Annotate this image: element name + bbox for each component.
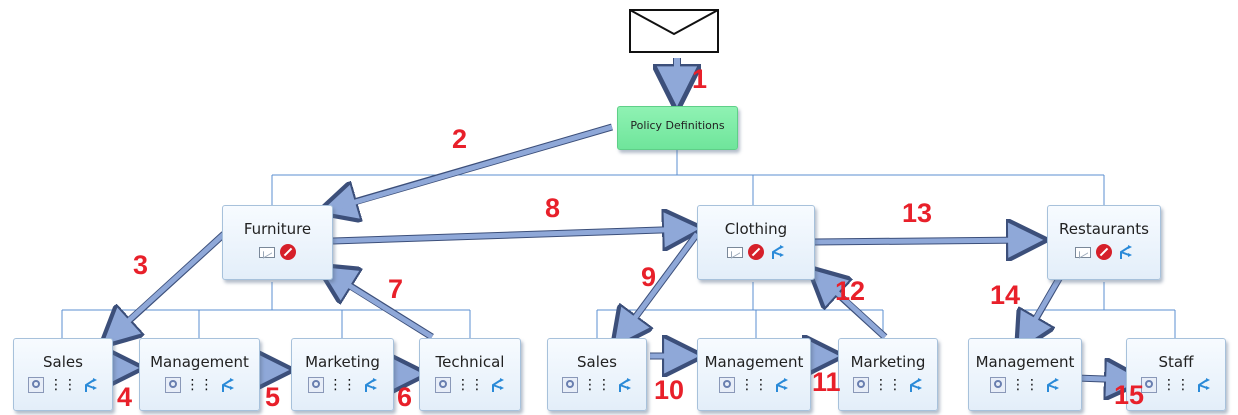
inspect-icon — [1141, 377, 1157, 393]
node-icons: ⋮⋮ — [292, 377, 393, 393]
branch-arrows-icon — [1198, 378, 1210, 392]
footsteps-icon: ⋮⋮ — [583, 377, 611, 393]
step-number: 5 — [265, 382, 281, 412]
node-label: Sales — [43, 353, 83, 371]
step-number: 4 — [117, 382, 133, 412]
step-number: 15 — [1114, 380, 1145, 410]
branch-arrows-icon — [221, 378, 234, 392]
step-number: 6 — [397, 382, 413, 412]
restaurants-management-node[interactable]: Management ⋮⋮ — [968, 338, 1082, 411]
restaurants-staff-node[interactable]: Staff ⋮⋮ — [1126, 338, 1226, 411]
footsteps-icon: ⋮⋮ — [328, 377, 357, 393]
step-number: 7 — [388, 274, 404, 304]
footsteps-icon: ⋮⋮ — [1011, 377, 1039, 393]
envelope-icon — [629, 9, 719, 53]
node-label: Staff — [1158, 353, 1194, 371]
clothing-sales-node[interactable]: Sales ⋮⋮ — [547, 338, 647, 411]
node-icons: ⋮⋮ — [548, 377, 646, 393]
node-icons: ⋮⋮ — [420, 377, 520, 393]
clothing-marketing-node[interactable]: Marketing ⋮⋮ — [838, 338, 938, 411]
inspect-icon — [435, 377, 451, 393]
furniture-management-node[interactable]: Management ⋮⋮ — [139, 338, 260, 411]
step-number: 3 — [133, 250, 149, 280]
node-label: Technical — [435, 353, 505, 371]
node-icons: ⋮⋮ — [14, 377, 112, 393]
inspect-icon — [853, 377, 869, 393]
blocked-icon — [280, 244, 296, 260]
furniture-technical-node[interactable]: Technical ⋮⋮ — [419, 338, 521, 411]
branch-arrows-icon — [1047, 378, 1059, 392]
node-icons — [223, 244, 332, 260]
node-icons: ⋮⋮ — [1127, 377, 1225, 393]
branch-arrows-icon — [364, 378, 377, 392]
footsteps-icon: ⋮⋮ — [185, 377, 214, 393]
branch-arrows-icon — [85, 378, 97, 392]
step-number: 12 — [835, 276, 866, 306]
node-icons: ⋮⋮ — [969, 377, 1081, 393]
footsteps-icon: ⋮⋮ — [49, 377, 77, 393]
furniture-node[interactable]: Furniture — [222, 205, 333, 280]
node-icons: ⋮⋮ — [839, 377, 937, 393]
node-label: Clothing — [724, 220, 788, 238]
step-number: 11 — [812, 367, 841, 397]
branch-arrows-icon — [772, 245, 784, 259]
node-icons — [698, 244, 814, 260]
node-label: Management — [704, 353, 804, 371]
footsteps-icon: ⋮⋮ — [874, 377, 902, 393]
footsteps-icon: ⋮⋮ — [740, 377, 768, 393]
node-label: Restaurants — [1059, 220, 1149, 238]
step-number: 10 — [654, 375, 685, 405]
clothing-management-node[interactable]: Management ⋮⋮ — [697, 338, 811, 411]
step-number: 9 — [641, 262, 657, 292]
email-icon — [727, 246, 743, 258]
furniture-sales-node[interactable]: Sales ⋮⋮ — [13, 338, 113, 411]
footsteps-icon: ⋮⋮ — [456, 377, 484, 393]
node-icons: ⋮⋮ — [140, 377, 259, 393]
inspect-icon — [307, 377, 324, 393]
email-icon — [259, 246, 275, 258]
branch-arrows-icon — [776, 378, 788, 392]
step-number: 14 — [990, 280, 1021, 310]
policy-definitions-node[interactable]: Policy Definitions — [617, 106, 738, 150]
footsteps-icon: ⋮⋮ — [1162, 377, 1190, 393]
step-number: 1 — [692, 64, 708, 94]
furniture-marketing-node[interactable]: Marketing ⋮⋮ — [291, 338, 394, 411]
node-label: Furniture — [243, 220, 312, 238]
step-number: 8 — [545, 193, 561, 223]
step-number: 13 — [902, 198, 933, 228]
inspect-icon — [28, 377, 44, 393]
branch-arrows-icon — [619, 378, 631, 392]
inspect-icon — [562, 377, 578, 393]
inspect-icon — [164, 377, 181, 393]
flow-arrows — [110, 58, 1132, 380]
node-label: Management — [975, 353, 1075, 371]
email-icon — [1075, 246, 1091, 258]
inspect-icon — [719, 377, 735, 393]
node-label: Marketing — [305, 353, 380, 371]
branch-arrows-icon — [492, 378, 504, 392]
node-icons — [1048, 244, 1160, 260]
branch-arrows-icon — [910, 378, 922, 392]
node-label: Management — [150, 353, 249, 371]
tree-connectors — [61, 150, 1176, 338]
node-label: Marketing — [850, 353, 926, 371]
node-label: Sales — [577, 353, 617, 371]
branch-arrows-icon — [1120, 245, 1132, 259]
blocked-icon — [1096, 244, 1112, 260]
clothing-node[interactable]: Clothing — [697, 205, 815, 280]
step-number: 2 — [452, 124, 468, 154]
blocked-icon — [748, 244, 764, 260]
node-icons: ⋮⋮ — [698, 377, 810, 393]
inspect-icon — [990, 377, 1006, 393]
node-label: Policy Definitions — [630, 119, 725, 132]
restaurants-node[interactable]: Restaurants — [1047, 205, 1161, 280]
